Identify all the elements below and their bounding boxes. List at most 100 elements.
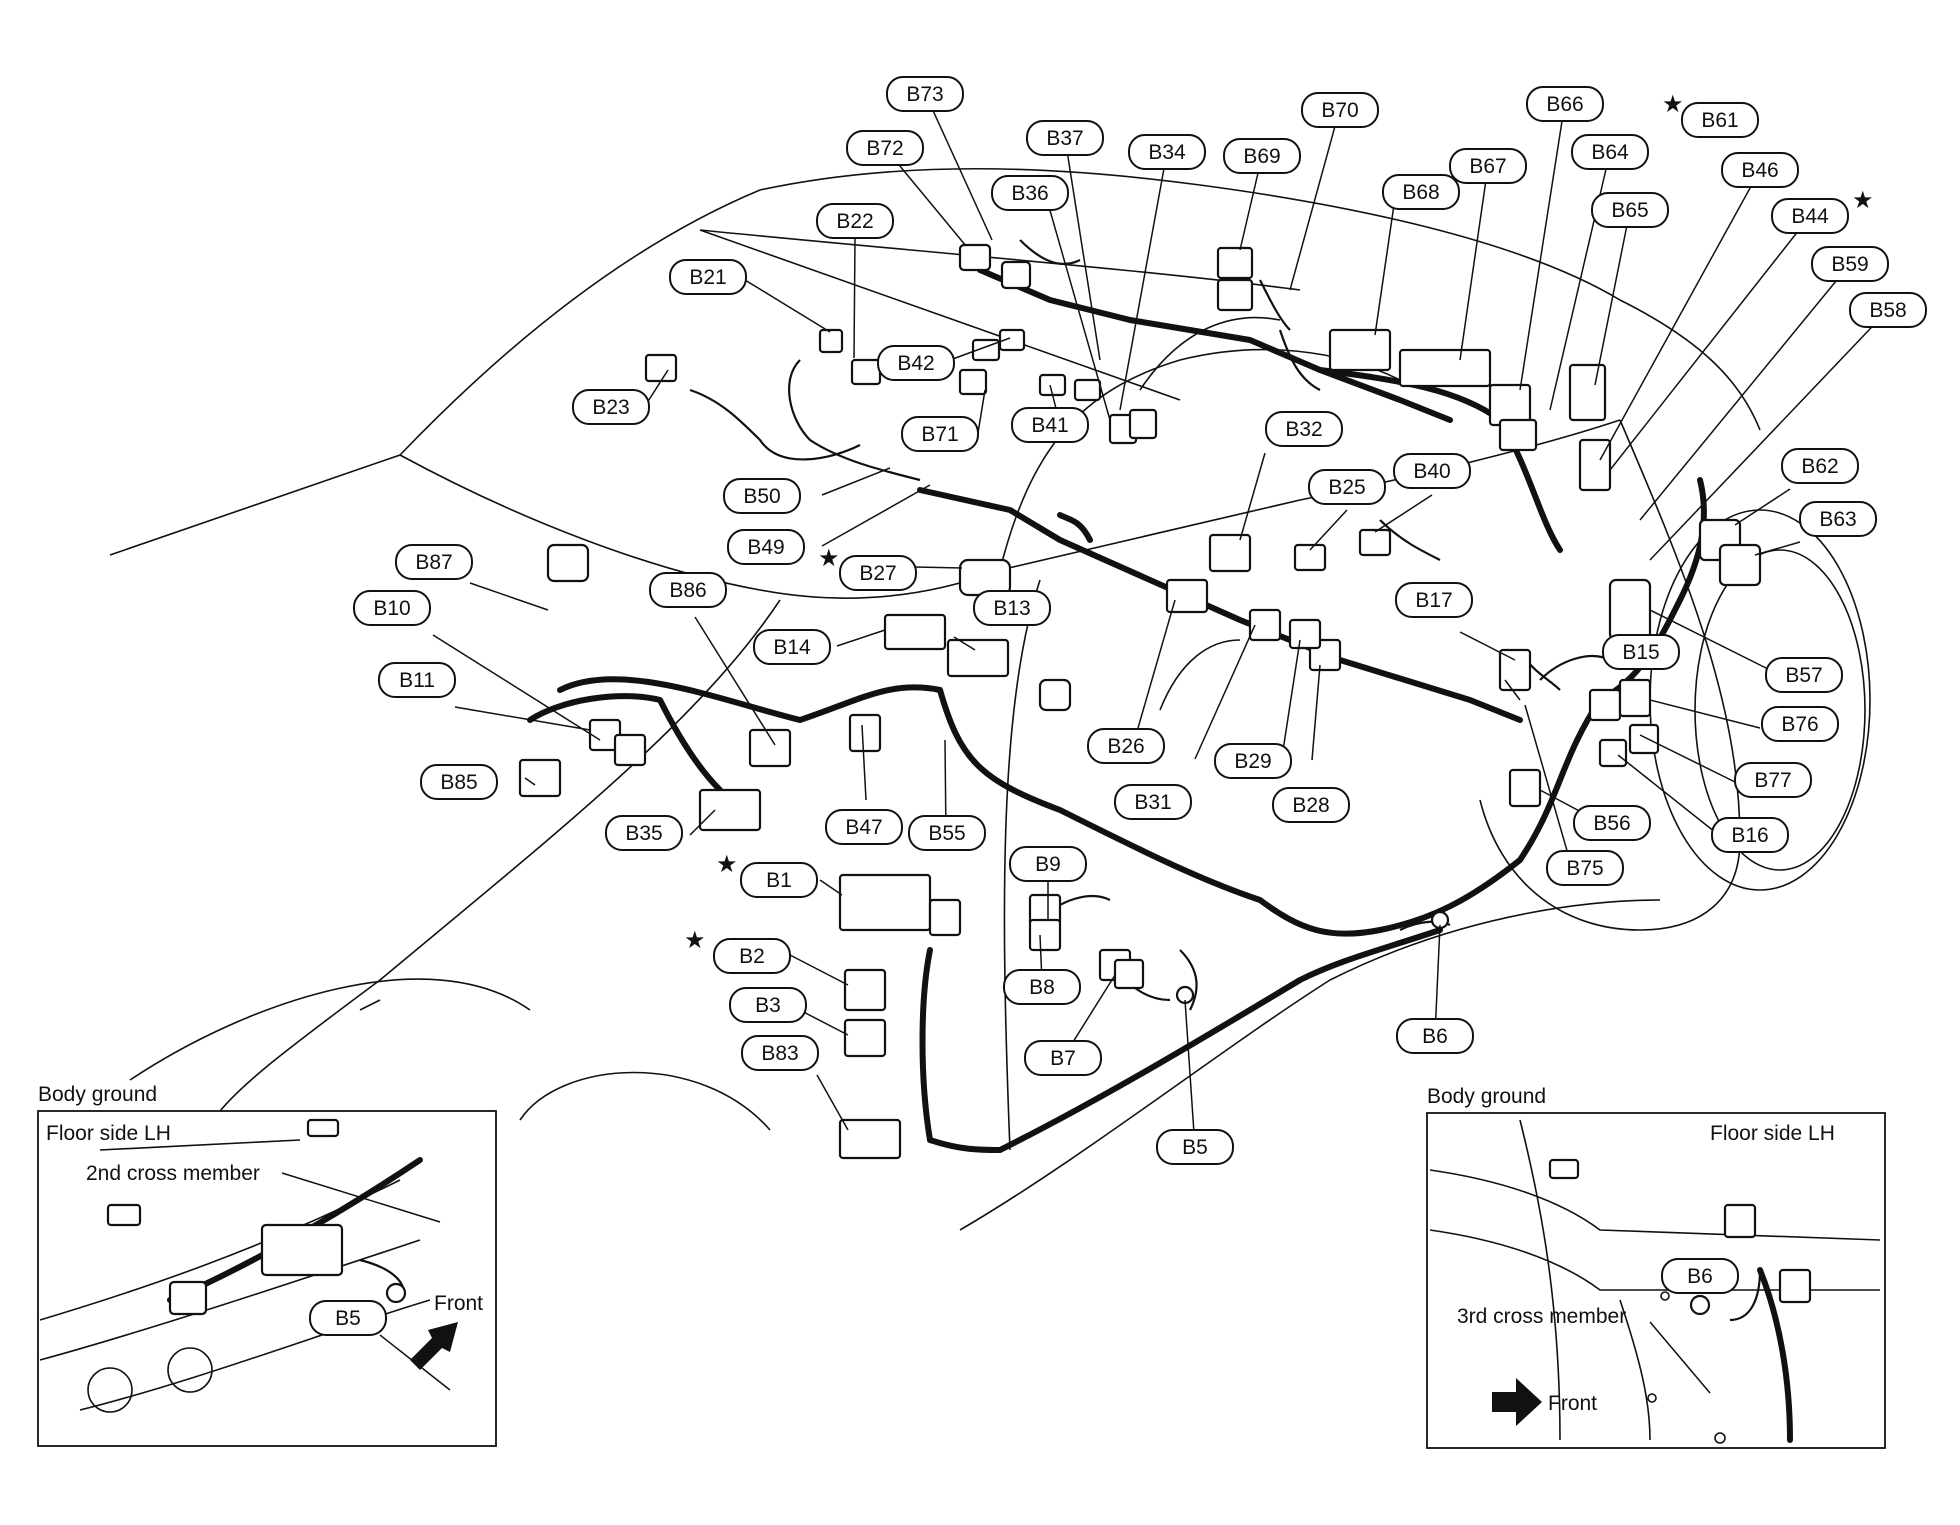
label-b66[interactable]: B66 xyxy=(1526,86,1604,122)
label-b56[interactable]: B56 xyxy=(1573,805,1651,841)
svg-text:B23: B23 xyxy=(592,396,629,419)
ground-terminal-icon xyxy=(1175,910,1450,1005)
svg-text:B55: B55 xyxy=(928,822,965,845)
label-b75[interactable]: B75 xyxy=(1546,850,1624,886)
inset-right-subtitle: Floor side LH xyxy=(1710,1122,1835,1145)
label-b77[interactable]: B77 xyxy=(1734,762,1812,798)
svg-text:B73: B73 xyxy=(906,83,943,106)
label-b41[interactable]: B41 xyxy=(1011,407,1089,443)
label-b59[interactable]: B59 xyxy=(1811,246,1889,282)
inset-left-member-label: 2nd cross member xyxy=(86,1162,260,1185)
svg-text:B46: B46 xyxy=(1741,159,1778,182)
label-b40[interactable]: B40 xyxy=(1393,453,1471,489)
label-b23[interactable]: B23 xyxy=(572,389,650,425)
label-b13[interactable]: B13 xyxy=(973,590,1051,626)
svg-text:B66: B66 xyxy=(1546,93,1583,116)
label-b25[interactable]: B25 xyxy=(1308,469,1386,505)
svg-text:B15: B15 xyxy=(1622,641,1659,664)
label-b22[interactable]: B22 xyxy=(816,203,894,239)
svg-text:B47: B47 xyxy=(845,816,882,839)
label-b8[interactable]: B8 xyxy=(1003,969,1081,1005)
label-b50[interactable]: B50 xyxy=(723,478,801,514)
label-b29[interactable]: B29 xyxy=(1214,743,1292,779)
svg-text:B6: B6 xyxy=(1422,1025,1448,1048)
svg-text:B11: B11 xyxy=(399,669,435,692)
inset-right-front-label: Front xyxy=(1548,1392,1597,1415)
inset-right-title: Body ground xyxy=(1427,1085,1546,1108)
svg-text:B40: B40 xyxy=(1413,460,1450,483)
inset-left: Body ground Floor side LH 2nd cross memb… xyxy=(37,1083,497,1447)
label-b64[interactable]: B64 xyxy=(1571,134,1649,170)
svg-text:B28: B28 xyxy=(1292,794,1329,817)
label-b36[interactable]: B36 xyxy=(991,175,1069,211)
label-b46[interactable]: B46 xyxy=(1721,152,1799,188)
label-b21[interactable]: B21 xyxy=(669,259,747,295)
label-b32[interactable]: B32 xyxy=(1265,411,1343,447)
star-icon: ★ xyxy=(1662,90,1684,118)
label-b5[interactable]: B5 xyxy=(1156,1129,1234,1165)
label-b7[interactable]: B7 xyxy=(1024,1040,1102,1076)
label-b37[interactable]: B37 xyxy=(1026,120,1104,156)
label-b70[interactable]: B70 xyxy=(1301,92,1379,128)
label-b3[interactable]: B3 xyxy=(729,987,807,1023)
svg-text:B37: B37 xyxy=(1046,127,1083,150)
label-b72[interactable]: B72 xyxy=(846,130,924,166)
svg-text:B44: B44 xyxy=(1791,205,1829,228)
svg-text:B8: B8 xyxy=(1029,976,1055,999)
label-b58[interactable]: B58 xyxy=(1849,292,1927,328)
label-b28[interactable]: B28 xyxy=(1272,787,1350,823)
label-b1[interactable]: B1 xyxy=(740,862,818,898)
label-b62[interactable]: B62 xyxy=(1781,448,1859,484)
label-b68[interactable]: B68 xyxy=(1382,174,1460,210)
inset-right-b6-label[interactable]: B6 xyxy=(1661,1258,1739,1294)
label-b86[interactable]: B86 xyxy=(649,572,727,608)
label-b9[interactable]: B9 xyxy=(1009,846,1087,882)
svg-text:B34: B34 xyxy=(1148,141,1186,164)
star-icon: ★ xyxy=(716,850,738,878)
label-b16[interactable]: B16 xyxy=(1711,817,1789,853)
svg-text:B49: B49 xyxy=(747,536,784,559)
label-b63[interactable]: B63 xyxy=(1799,501,1877,537)
label-b44[interactable]: B44 xyxy=(1771,198,1849,234)
svg-text:B14: B14 xyxy=(773,636,811,659)
label-b26[interactable]: B26 xyxy=(1087,728,1165,764)
label-b61[interactable]: B61 xyxy=(1681,102,1759,138)
label-b73[interactable]: B73 xyxy=(886,76,964,112)
label-b76[interactable]: B76 xyxy=(1761,706,1839,742)
svg-text:B50: B50 xyxy=(743,485,780,508)
svg-text:B7: B7 xyxy=(1050,1047,1076,1070)
label-b17[interactable]: B17 xyxy=(1395,582,1473,618)
label-b87[interactable]: B87 xyxy=(395,544,473,580)
label-b71[interactable]: B71 xyxy=(901,416,979,452)
label-b10[interactable]: B10 xyxy=(353,590,431,626)
label-b67[interactable]: B67 xyxy=(1449,148,1527,184)
svg-text:B57: B57 xyxy=(1785,664,1822,687)
svg-text:B61: B61 xyxy=(1701,109,1738,132)
label-b49[interactable]: B49 xyxy=(727,529,805,565)
label-b15[interactable]: B15 xyxy=(1602,634,1680,670)
star-icon: ★ xyxy=(684,926,706,954)
label-b83[interactable]: B83 xyxy=(741,1035,819,1071)
label-b55[interactable]: B55 xyxy=(908,815,986,851)
label-b27[interactable]: B27 xyxy=(839,555,917,591)
wiring-harness xyxy=(527,239,1707,1153)
label-b42[interactable]: B42 xyxy=(877,345,955,381)
label-b11[interactable]: B11 xyxy=(378,662,456,698)
label-b6[interactable]: B6 xyxy=(1396,1018,1474,1054)
label-b35[interactable]: B35 xyxy=(605,815,683,851)
label-b65[interactable]: B65 xyxy=(1591,192,1669,228)
label-b47[interactable]: B47 xyxy=(825,809,903,845)
label-b57[interactable]: B57 xyxy=(1765,657,1843,693)
label-b14[interactable]: B14 xyxy=(753,629,831,665)
label-b2[interactable]: B2 xyxy=(713,938,791,974)
svg-text:B70: B70 xyxy=(1321,99,1358,122)
label-b31[interactable]: B31 xyxy=(1114,784,1192,820)
inset-left-b5-label[interactable]: B5 xyxy=(309,1300,387,1336)
label-b85[interactable]: B85 xyxy=(420,764,498,800)
svg-text:B86: B86 xyxy=(669,579,706,602)
svg-text:B71: B71 xyxy=(921,423,958,446)
svg-text:B1: B1 xyxy=(766,869,792,892)
label-b34[interactable]: B34 xyxy=(1128,134,1206,170)
label-b69[interactable]: B69 xyxy=(1223,138,1301,174)
front-arrow-icon xyxy=(410,1322,458,1370)
